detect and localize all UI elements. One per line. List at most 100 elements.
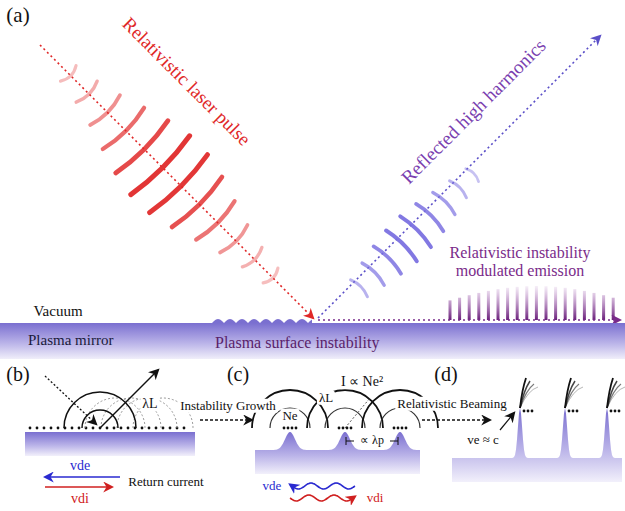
surface-emission-arrow bbox=[318, 319, 620, 321]
electron-dot bbox=[71, 427, 74, 430]
figure-label: Relativistic laser pulse bbox=[118, 14, 254, 150]
text-holder: Return current bbox=[128, 475, 203, 489]
wave-front bbox=[103, 108, 144, 149]
text-holder: ve ≈ c bbox=[465, 433, 501, 447]
wavelength-guide bbox=[345, 398, 370, 428]
electron-dot bbox=[29, 427, 32, 430]
wave-front bbox=[466, 169, 479, 182]
emission-spike bbox=[573, 289, 576, 320]
band-label: Plasma surface instability bbox=[215, 334, 379, 352]
wave-front bbox=[263, 268, 278, 283]
wave-front bbox=[416, 204, 443, 231]
electron-dot bbox=[338, 427, 341, 430]
wave-front bbox=[400, 216, 431, 247]
electron-dot bbox=[568, 410, 571, 413]
text-holder: Vacuum bbox=[33, 303, 82, 320]
electron-dot bbox=[127, 427, 130, 430]
bracket-line bbox=[390, 441, 398, 442]
electron-dot bbox=[50, 427, 53, 430]
beamed-emission bbox=[565, 387, 583, 408]
electron-dot bbox=[401, 427, 404, 430]
electron-dot bbox=[92, 427, 95, 430]
electron-dot bbox=[106, 427, 109, 430]
figure-label: I ∝ Ne² bbox=[339, 374, 385, 389]
beamed-emission bbox=[607, 387, 625, 408]
plasma-band: Plasma mirrorPlasma surface instability bbox=[0, 323, 625, 359]
text-holder: λL bbox=[140, 396, 159, 411]
emission-spike bbox=[497, 289, 500, 320]
electron-dot bbox=[148, 427, 151, 430]
panel-letter: (b) bbox=[6, 363, 29, 385]
text-holder: (d) bbox=[434, 363, 457, 385]
wave-front bbox=[374, 246, 401, 273]
electron-dot bbox=[342, 427, 345, 430]
text-holder: vde bbox=[263, 479, 282, 493]
electron-dot bbox=[393, 427, 396, 430]
panel-letter: (d) bbox=[434, 363, 457, 385]
electron-dot bbox=[527, 410, 530, 413]
electron-dot bbox=[57, 427, 60, 430]
emission-spike bbox=[487, 291, 490, 320]
emission-spike bbox=[535, 286, 538, 320]
electron-dot bbox=[397, 427, 400, 430]
emission-spike bbox=[468, 295, 471, 320]
text-holder: (b) bbox=[6, 363, 29, 385]
text-holder: (a) bbox=[6, 4, 29, 27]
plasma-slab bbox=[255, 432, 420, 474]
figure-label: vde bbox=[70, 458, 90, 473]
figure-label: Ne bbox=[280, 409, 299, 423]
text-holder: Plasma surface instability bbox=[215, 334, 379, 352]
electron-dot bbox=[531, 410, 534, 413]
drift-wave bbox=[290, 495, 355, 501]
text-holder: Relativistic instability modulated emiss… bbox=[425, 244, 615, 279]
text-holder: ∝ λp bbox=[360, 434, 384, 447]
stage-arrow bbox=[422, 419, 490, 420]
figure-label: vdi bbox=[71, 491, 89, 506]
figure-label: Relativistic Beaming bbox=[395, 397, 508, 411]
figure-label: ∝ λp bbox=[360, 434, 384, 447]
wave-front bbox=[220, 225, 247, 252]
figure-label: Relativistic instability modulated emiss… bbox=[425, 244, 615, 279]
emission-spike bbox=[516, 287, 519, 320]
text-holder: Reflected high harmonics bbox=[398, 36, 551, 189]
text-holder: Instability Growth bbox=[178, 399, 278, 413]
figure-label: ve ≈ c bbox=[465, 433, 501, 447]
emission-arc bbox=[380, 408, 420, 428]
drift-wave bbox=[290, 483, 355, 489]
electron-dot bbox=[350, 427, 353, 430]
emission-spike bbox=[545, 286, 548, 320]
emission-spike bbox=[449, 300, 452, 320]
electron-dot bbox=[36, 427, 39, 430]
ion-drift-arrow bbox=[45, 486, 112, 488]
text-holder: I ∝ Ne² bbox=[339, 374, 385, 389]
text-holder: vdi bbox=[367, 491, 384, 505]
wave-front bbox=[196, 201, 234, 239]
figure-label: λL bbox=[140, 396, 159, 411]
velocity-arrow bbox=[500, 413, 514, 430]
electron-dot bbox=[169, 427, 172, 430]
electron-dot bbox=[576, 410, 579, 413]
text-holder: λL bbox=[317, 391, 335, 405]
electron-dot bbox=[183, 427, 186, 430]
text-holder: (c) bbox=[227, 363, 249, 385]
emission-spike bbox=[583, 291, 586, 320]
emission-spike bbox=[506, 288, 509, 320]
wave-front bbox=[433, 192, 455, 214]
wave-front bbox=[351, 280, 368, 297]
text-holder: Ne bbox=[280, 409, 299, 423]
wave-front bbox=[60, 65, 76, 81]
electron-dot bbox=[618, 410, 621, 413]
electron-dot bbox=[78, 427, 81, 430]
figure-label: vdi bbox=[367, 491, 384, 505]
wave-front bbox=[242, 247, 261, 266]
electron-dot bbox=[162, 427, 165, 430]
figure-label: Instability Growth bbox=[178, 399, 278, 413]
electron-dot bbox=[141, 427, 144, 430]
electron-dot bbox=[291, 427, 294, 430]
emission-spike bbox=[458, 298, 461, 320]
text-holder: Relativistic laser pulse bbox=[118, 14, 254, 150]
plasma-slab bbox=[452, 408, 622, 482]
plasma-slab bbox=[25, 432, 195, 456]
emission-arc bbox=[64, 392, 136, 428]
